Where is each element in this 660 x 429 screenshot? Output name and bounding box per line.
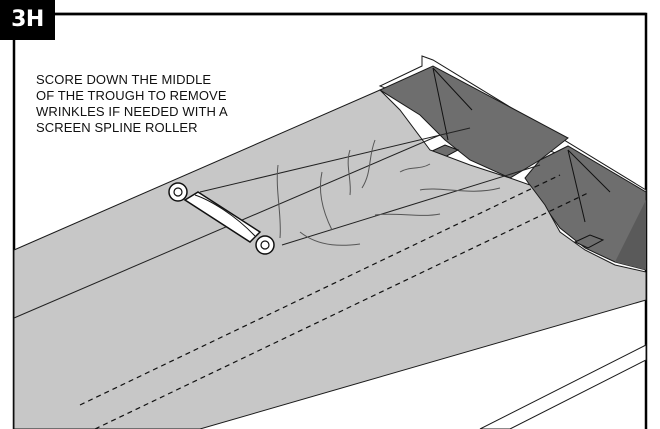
trough-rib-1 xyxy=(432,67,449,141)
wrinkles xyxy=(276,139,501,246)
instruction-line-4: SCREEN SPLINE ROLLER xyxy=(36,120,198,135)
score-line-2 xyxy=(94,191,591,429)
instruction-line-2: OF THE TROUGH TO REMOVE xyxy=(36,88,227,103)
panel-rim-line-2 xyxy=(199,127,471,193)
instruction-line-1: SCORE DOWN THE MIDDLE xyxy=(36,72,212,87)
instruction-line-3: WRINKLES IF NEEDED WITH A xyxy=(36,104,228,119)
step-badge: 3H xyxy=(0,0,55,40)
trough-rib-4 xyxy=(567,149,611,193)
panel-right-edge xyxy=(615,200,646,270)
trough-rib-2 xyxy=(432,67,473,111)
screen-fabric xyxy=(13,89,647,429)
panel-rim-line-3 xyxy=(281,164,541,246)
spline-roller-icon xyxy=(168,182,275,255)
spline-clip-2 xyxy=(573,234,605,249)
lower-panel-edge xyxy=(479,344,647,429)
trough-rib-3 xyxy=(567,149,586,223)
score-line-1 xyxy=(79,174,561,406)
instruction-text: SCORE DOWN THE MIDDLE OF THE TROUGH TO R… xyxy=(36,72,296,136)
